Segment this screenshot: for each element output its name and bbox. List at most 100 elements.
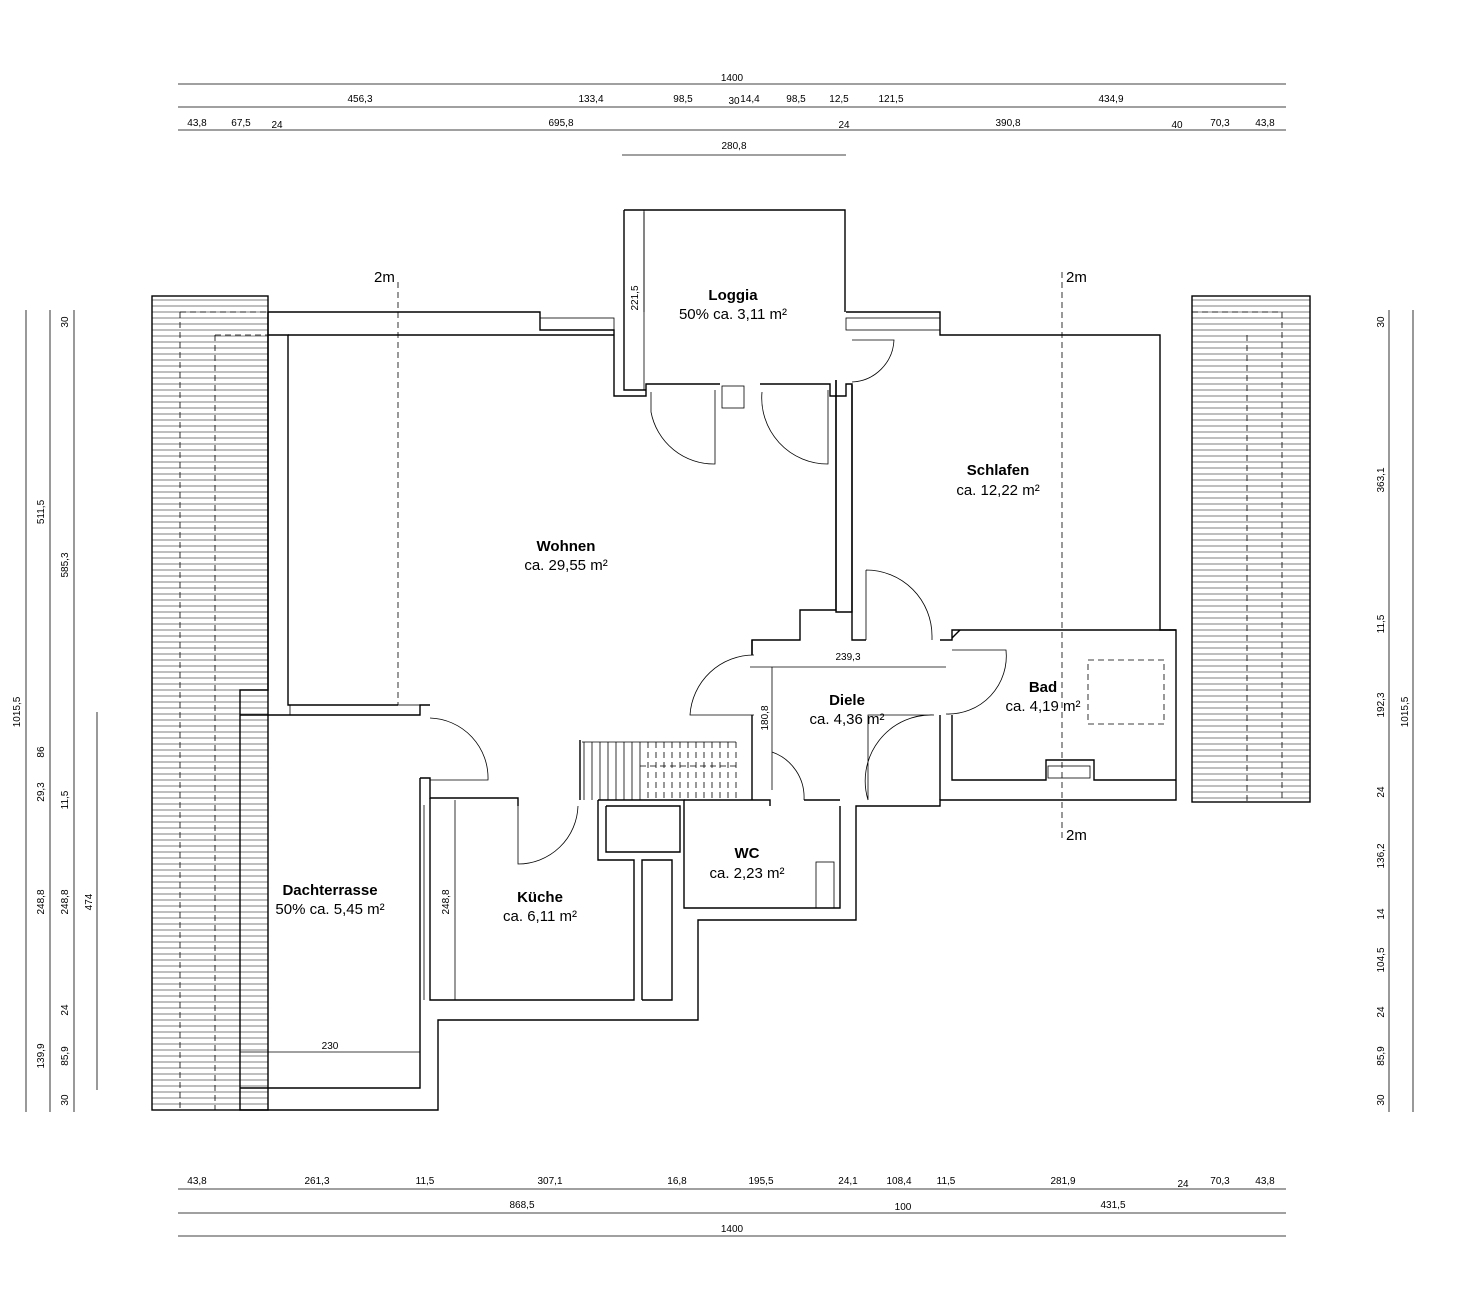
dim-left-2-3: 248,8 (36, 889, 47, 914)
dim-diele-w: 239,3 (835, 652, 860, 663)
dim-bot-1-10: 24 (1177, 1179, 1189, 1190)
dim-bot-1-4: 16,8 (667, 1176, 687, 1187)
staircase (582, 741, 737, 800)
room-area-dachterrasse: 50% ca. 5,45 m² (275, 901, 384, 918)
room-area-loggia: 50% ca. 3,11 m² (679, 306, 787, 323)
height-mark-1: 2m (374, 269, 395, 286)
dim-left-3-6: 30 (60, 1094, 71, 1106)
dim-top-3-3: 695,8 (548, 118, 573, 129)
room-area-kueche: ca. 6,11 m² (503, 908, 577, 925)
dim-top-2-3: 30 (728, 96, 740, 107)
dim-left-3-4: 24 (60, 1004, 71, 1016)
height-lines (397, 272, 1063, 842)
dim-left-2-4: 139,9 (36, 1043, 47, 1068)
roof-left-outline (151, 295, 269, 1111)
dim-top-2-0: 456,3 (347, 94, 372, 105)
dim-bot-1-11: 70,3 (1210, 1176, 1230, 1187)
roof-hatch-right (1192, 299, 1310, 799)
dim-top-2-5: 98,5 (786, 94, 806, 105)
room-name-diele: Diele (829, 692, 865, 709)
dim-top-3-8: 43,8 (1255, 118, 1275, 129)
room-name-wc: WC (735, 845, 760, 862)
dim-bot-1-1: 261,3 (304, 1176, 329, 1187)
dim-left-2-0: 511,5 (36, 499, 47, 524)
dim-right-7: 104,5 (1376, 947, 1387, 972)
room-area-wc: ca. 2,23 m² (709, 865, 784, 882)
dim-left-3-5: 85,9 (60, 1046, 71, 1066)
dim-right-10: 30 (1376, 1094, 1387, 1106)
dim-top-2-1: 133,4 (578, 94, 603, 105)
dim-bot-2-2: 431,5 (1100, 1200, 1125, 1211)
dim-top-total: 1400 (721, 73, 744, 84)
dim-bot-2-0: 868,5 (509, 1200, 534, 1211)
doors (429, 339, 1007, 865)
roof-right-outline (1191, 295, 1311, 803)
dim-left-2-1: 86 (36, 746, 47, 758)
room-area-schlafen: ca. 12,22 m² (956, 482, 1039, 499)
dim-top-3-7: 70,3 (1210, 118, 1230, 129)
dim-top-3-5: 390,8 (995, 118, 1020, 129)
dim-top-4: 280,8 (721, 141, 746, 152)
room-area-diele: ca. 4,36 m² (809, 711, 884, 728)
dim-bot-1-12: 43,8 (1255, 1176, 1275, 1187)
dim-bot-1-8: 11,5 (937, 1176, 956, 1187)
dim-top-2-2: 98,5 (673, 94, 693, 105)
dim-right-0: 30 (1376, 316, 1387, 328)
dimensions-right: 30 363,1 11,5 192,3 24 136,2 14 104,5 24… (1376, 310, 1414, 1112)
dim-top-2-4: 14,4 (740, 94, 760, 105)
dim-bot-2-1: 100 (895, 1202, 912, 1213)
dimensions-left: 1015,5 511,5 86 29,3 248,8 139,9 30 585,… (12, 310, 98, 1112)
dim-top-3-1: 67,5 (231, 118, 251, 129)
dimensions-bottom: 43,8 261,3 11,5 307,1 16,8 195,5 24,1 10… (178, 1176, 1286, 1237)
dim-top-3-6: 40 (1171, 120, 1183, 131)
dim-top-3-0: 43,8 (187, 118, 207, 129)
height-mark-3: 2m (1066, 827, 1087, 844)
dim-left-3-1: 585,3 (60, 552, 71, 577)
room-name-loggia: Loggia (708, 287, 758, 304)
dim-bot-1-9: 281,9 (1050, 1176, 1075, 1187)
room-name-schlafen: Schlafen (967, 462, 1030, 479)
dim-right-4: 24 (1376, 786, 1387, 798)
dim-left-3-3: 248,8 (60, 889, 71, 914)
dim-bot-1-0: 43,8 (187, 1176, 207, 1187)
room-name-bad: Bad (1029, 679, 1057, 696)
dim-left-3-0: 30 (60, 316, 71, 328)
dim-terrasse: 230 (322, 1041, 339, 1052)
dim-right-5: 136,2 (1376, 843, 1387, 868)
dim-top-2-8: 434,9 (1098, 94, 1123, 105)
dim-diele-h: 180,8 (760, 705, 771, 730)
walls (239, 209, 1177, 1111)
dimensions-interior: 221,5 239,3 180,8 248,8 230 (240, 212, 946, 1053)
dim-right-2: 11,5 (1376, 614, 1387, 633)
dim-top-2-6: 12,5 (829, 94, 849, 105)
room-name-kueche: Küche (517, 889, 563, 906)
room-area-wohnen: ca. 29,55 m² (524, 557, 607, 574)
dim-bot-1-5: 195,5 (748, 1176, 773, 1187)
dim-bot-1-2: 11,5 (416, 1176, 435, 1187)
dim-top-3-4: 24 (838, 120, 850, 131)
dim-left-4: 474 (84, 893, 95, 910)
dim-bot-total: 1400 (721, 1224, 744, 1235)
dim-left-outer: 1015,5 (12, 696, 23, 727)
dim-right-9: 85,9 (1376, 1046, 1387, 1066)
room-name-wohnen: Wohnen (537, 538, 596, 555)
dim-right-8: 24 (1376, 1006, 1387, 1018)
roof-hatch-left (152, 299, 268, 1105)
dim-right-1: 363,1 (1376, 467, 1387, 492)
dim-kueche: 248,8 (441, 889, 452, 914)
dim-loggia: 221,5 (630, 285, 641, 310)
dim-bot-1-6: 24,1 (838, 1176, 858, 1187)
height-mark-2: 2m (1066, 269, 1087, 286)
dim-left-3-2: 11,5 (60, 790, 71, 809)
dim-right-6: 14 (1376, 908, 1387, 920)
room-area-bad: ca. 4,19 m² (1005, 698, 1080, 715)
room-name-dachterrasse: Dachterrasse (282, 882, 377, 899)
dim-bot-1-7: 108,4 (886, 1176, 911, 1187)
dim-bot-1-3: 307,1 (537, 1176, 562, 1187)
dim-right-outer: 1015,5 (1400, 696, 1411, 727)
dim-right-3: 192,3 (1376, 692, 1387, 717)
dimensions-top: 1400 456,3 133,4 98,5 30 14,4 98,5 12,5 … (178, 73, 1286, 156)
dim-top-2-7: 121,5 (878, 94, 903, 105)
dim-left-2-2: 29,3 (36, 782, 47, 802)
